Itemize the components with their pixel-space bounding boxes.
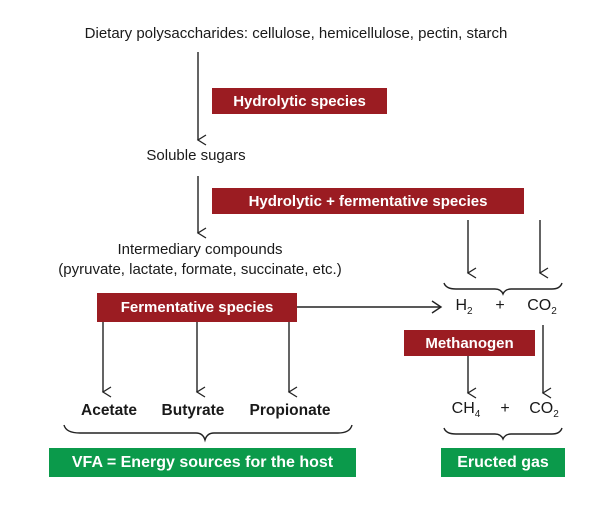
intermediary-examples: (pyruvate, lactate, formate, succinate, … <box>58 261 342 278</box>
vfa-box: VFA = Energy sources for the host <box>49 448 356 477</box>
plus-sign: + <box>495 297 505 314</box>
brace-vfa <box>63 424 353 443</box>
hydrolytic-fermentative-box: Hydrolytic + fermentative species <box>212 188 524 214</box>
brace-h2-co2 <box>443 282 563 296</box>
fermentative-species-box: Fermentative species <box>97 293 297 322</box>
methanogen-box: Methanogen <box>404 330 535 356</box>
ch4-label: CH4 <box>451 400 481 421</box>
brace-ch4-co2 <box>443 427 563 441</box>
eructed-gas-box: Eructed gas <box>441 448 565 477</box>
soluble-sugars-label: Soluble sugars <box>146 147 246 164</box>
co2-label: CO2 <box>527 297 557 318</box>
polysaccharides-label: Dietary polysaccharides: cellulose, hemi… <box>84 25 508 42</box>
plus-sign-2: + <box>500 400 510 417</box>
co2-label-2: CO2 <box>529 400 559 421</box>
propionate-label: Propionate <box>249 402 331 419</box>
hydrolytic-species-box: Hydrolytic species <box>212 88 387 114</box>
h2-label: H2 <box>455 297 473 318</box>
butyrate-label: Butyrate <box>161 402 225 419</box>
intermediary-label: Intermediary compounds <box>117 241 283 258</box>
acetate-label: Acetate <box>81 402 137 419</box>
